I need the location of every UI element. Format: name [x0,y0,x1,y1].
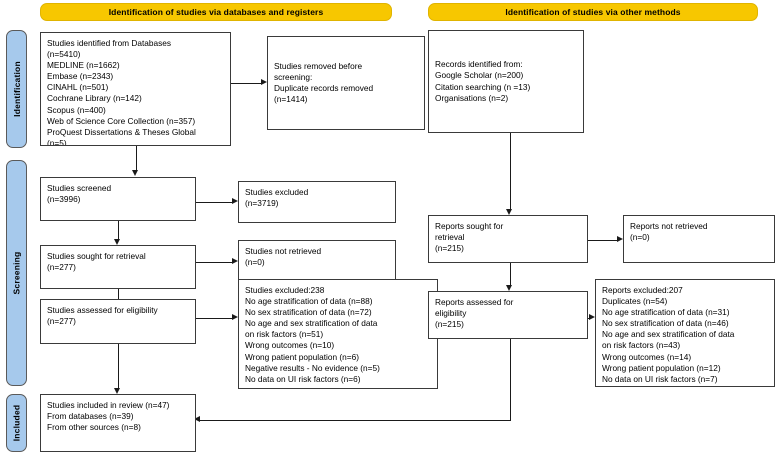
connector-assessed-to-included [118,344,119,388]
stage-label-identification: Identification [11,61,22,117]
box-studies-excluded: Studies excluded (n=3719) [238,181,396,223]
connector-assessed-to-excluded-detail [196,318,232,319]
arrowhead-reports-sought-to-not-retrieved [617,236,623,243]
arrowhead-screened-to-excluded [232,198,238,205]
connector-reports-sought-to-assessed [510,263,511,285]
box-studies-removed-before-screening: Studies removed before screening: Duplic… [267,36,425,130]
connector-reports-assessed-down [510,339,511,420]
connector-sought-to-assessed [118,289,119,307]
connector-screened-to-excluded [196,202,232,203]
box-reports-not-retrieved: Reports not retrieved (n=0) [623,215,775,263]
stage-label-screening: Screening [11,251,22,295]
arrowhead-screened-to-sought [114,239,121,245]
box-reports-assessed-for-eligibility: Reports assessed for eligibility (n=215) [428,291,588,339]
arrowhead-identified-to-removed [261,79,267,86]
arrowhead-assessed-to-excluded-detail [232,314,238,321]
phase-header-databases: Identification of studies via databases … [40,3,392,21]
box-reports-sought-for-retrieval: Reports sought for retrieval (n=215) [428,215,588,263]
connector-reports-assessed-left-to-included [200,420,511,421]
arrowhead-sought-to-not-retrieved [232,258,238,265]
arrowhead-reports-assessed-to-excluded-detail [589,314,595,321]
stage-bar-identification: Identification [6,30,27,148]
arrowhead-identified-to-screened [132,170,139,176]
stage-label-included: Included [11,404,22,442]
box-studies-assessed-for-eligibility: Studies assessed for eligibility (n=277) [40,299,196,344]
box-studies-sought-for-retrieval: Studies sought for retrieval (n=277) [40,245,196,289]
connector-records-to-reports-sought [510,133,511,209]
connector-identified-to-screened [136,146,137,170]
connector-screened-to-sought [118,221,119,239]
box-reports-excluded-detail: Reports excluded:207 Duplicates (n=54) N… [595,279,775,387]
connector-identified-to-removed [231,83,261,84]
box-studies-excluded-detail: Studies excluded:238 No age stratificati… [238,279,438,389]
box-studies-not-retrieved: Studies not retrieved (n=0) [238,240,396,284]
stage-bar-included: Included [6,394,27,452]
arrowhead-reports-sought-to-assessed [506,285,513,291]
box-studies-included-in-review: Studies included in review (n=47) From d… [40,394,196,452]
box-studies-screened: Studies screened (n=3996) [40,177,196,221]
box-studies-identified-databases: Studies identified from Databases (n=541… [40,32,231,146]
box-records-identified-other-methods: Records identified from: Google Scholar … [428,30,584,133]
connector-reports-sought-to-not-retrieved [588,240,617,241]
arrowhead-assessed-to-included [114,388,121,394]
phase-header-other-methods: Identification of studies via other meth… [428,3,758,21]
connector-sought-to-not-retrieved [196,262,232,263]
arrowhead-records-to-reports-sought [506,209,513,215]
arrowhead-reports-assessed-to-included [194,416,200,423]
stage-bar-screening: Screening [6,160,27,386]
